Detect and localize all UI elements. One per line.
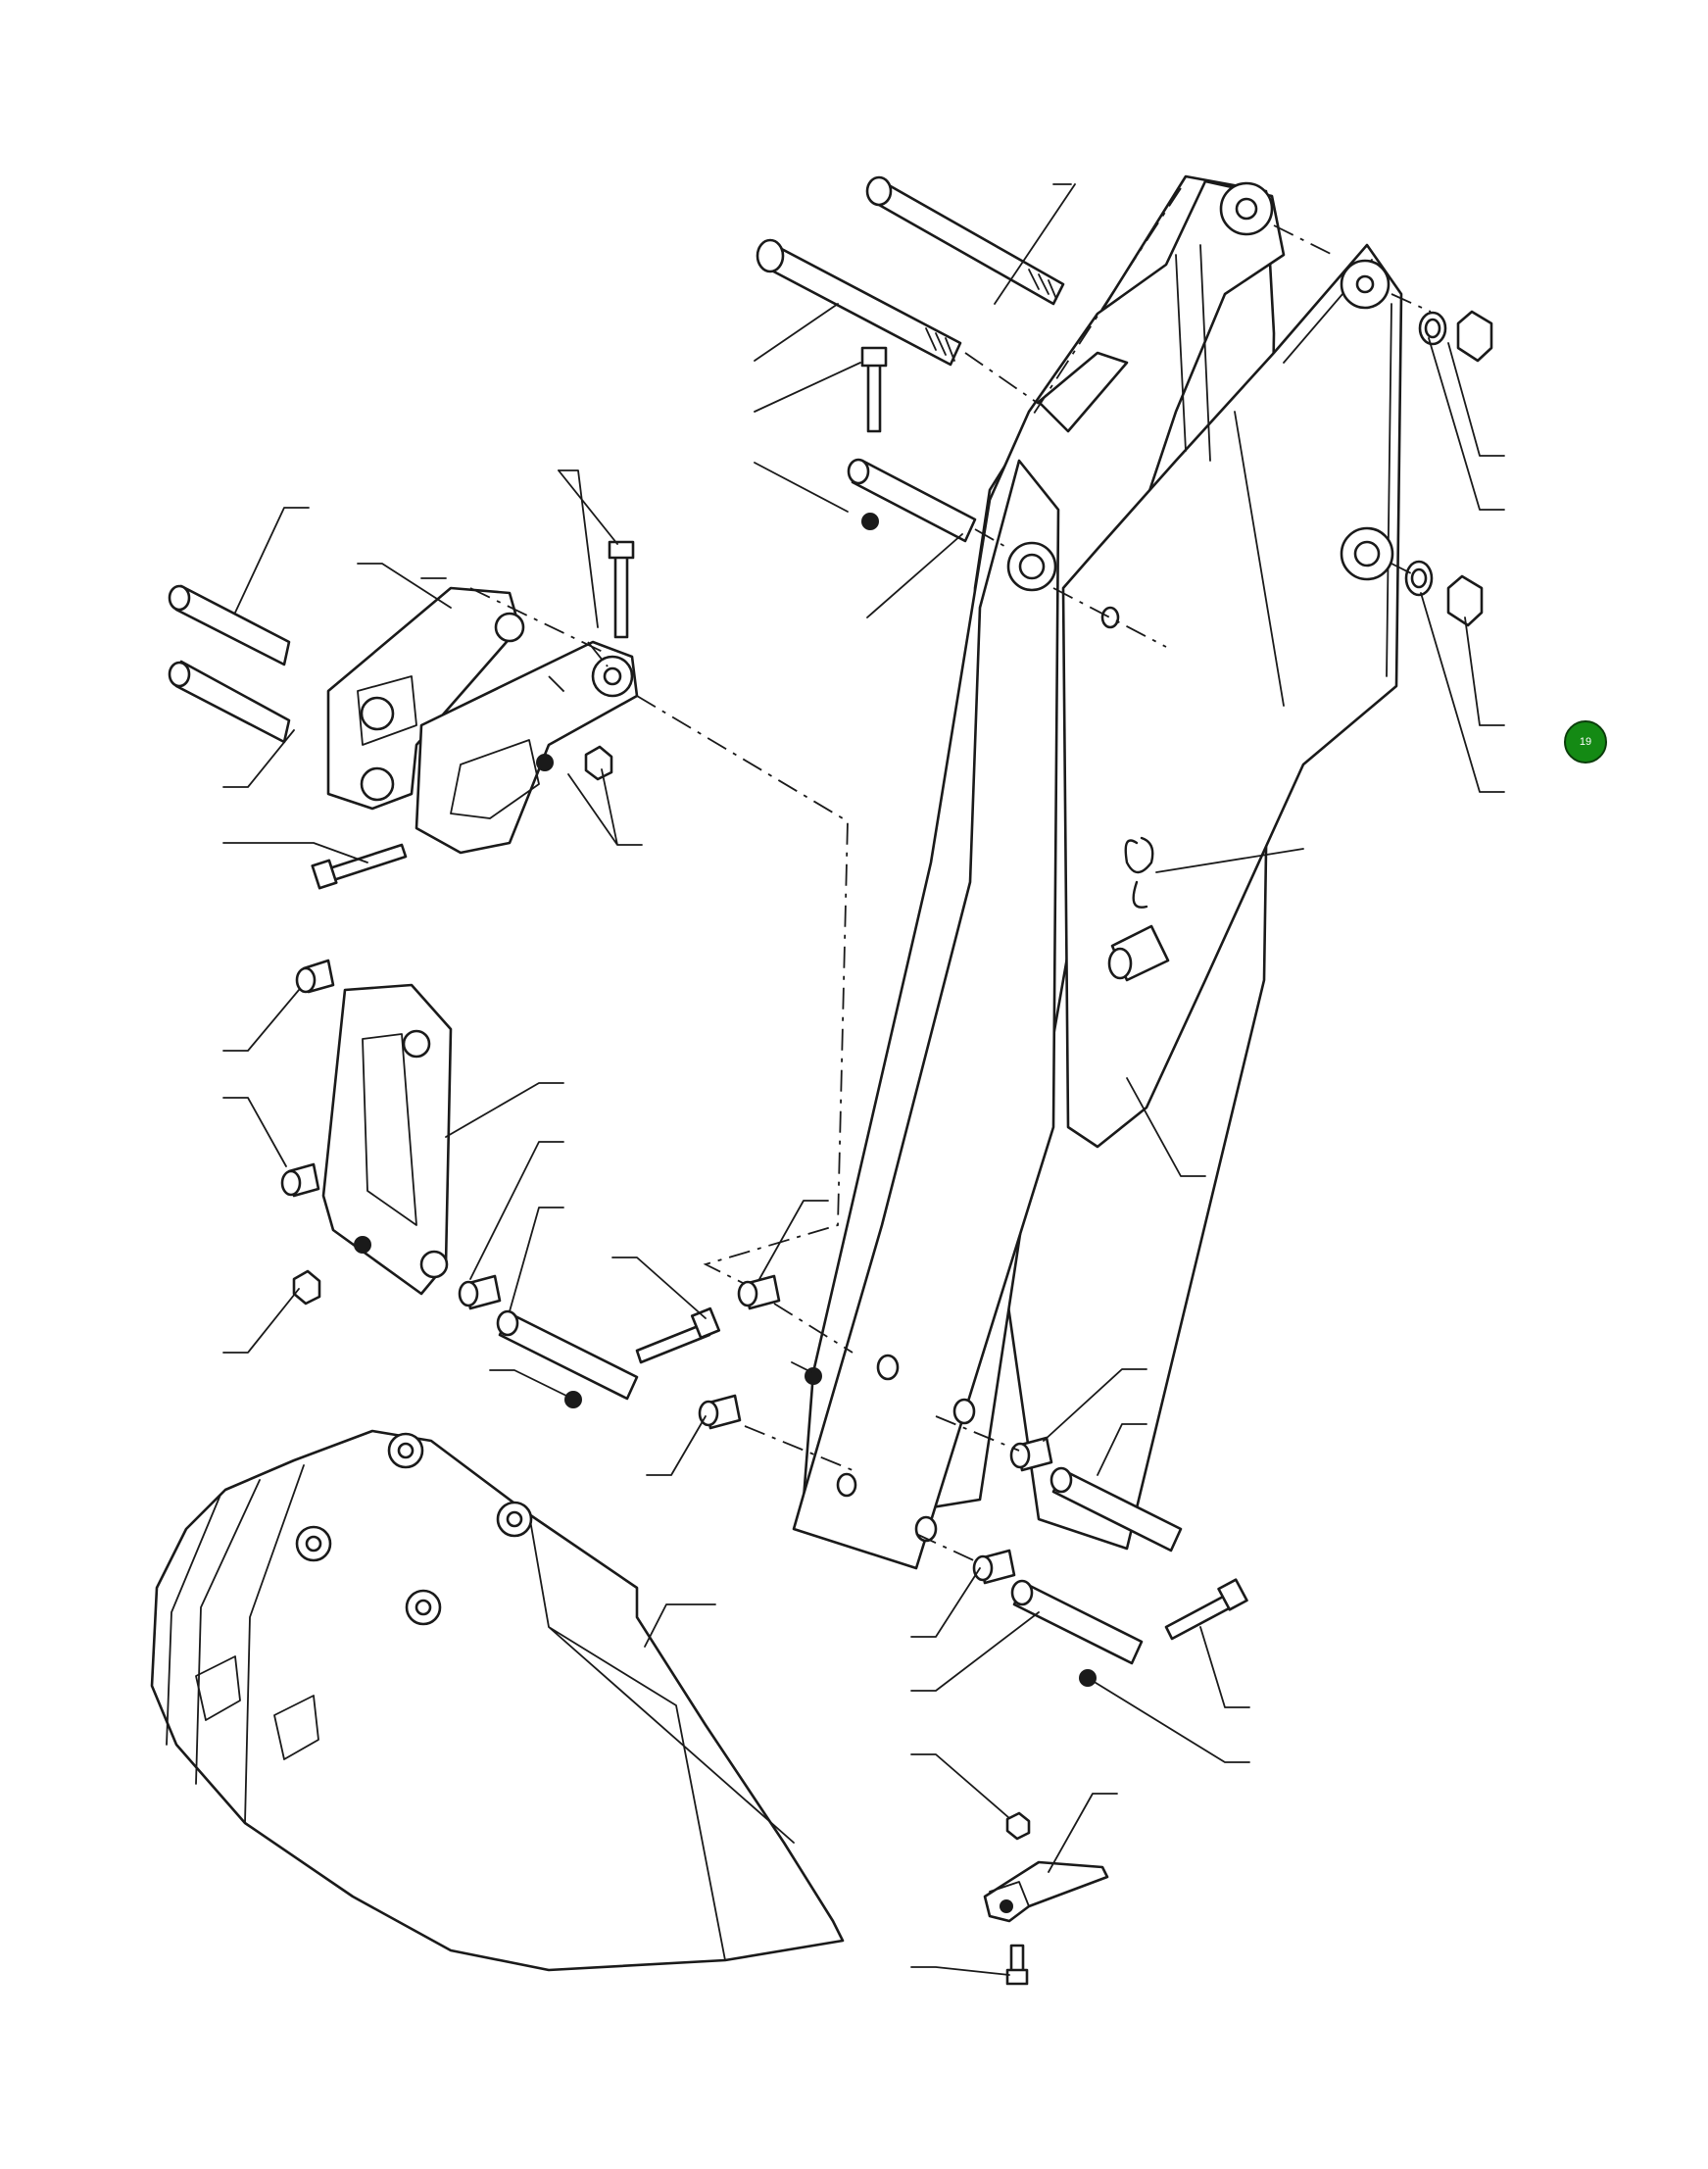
tie-bar: [280, 959, 453, 1306]
page-badge[interactable]: 19: [1564, 720, 1607, 764]
assembly-lines: [469, 187, 1432, 1564]
lower-pins: [458, 1274, 1248, 1687]
dipper-arm: [792, 174, 1403, 1570]
bucket-tooth: [983, 1811, 1109, 1986]
bucket: [150, 1429, 845, 1972]
leader-lines: [222, 183, 1505, 1976]
link-assembly: [168, 540, 639, 890]
